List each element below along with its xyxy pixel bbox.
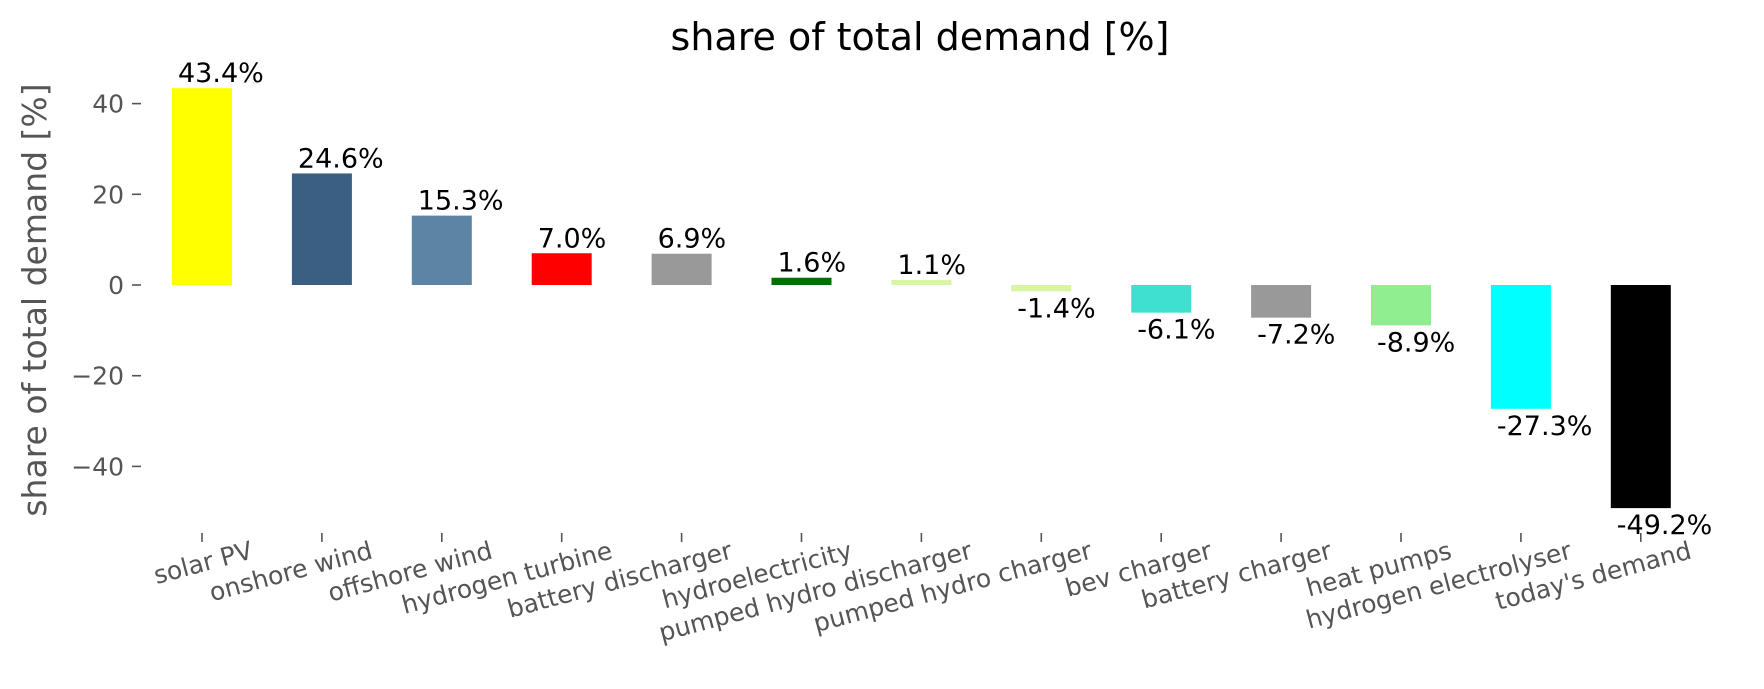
bar [531, 253, 592, 285]
data-label: -8.9% [1377, 327, 1455, 358]
data-label: -27.3% [1497, 411, 1593, 442]
bar [1490, 285, 1551, 409]
bars [172, 88, 1671, 509]
y-tick-label: −20 [71, 362, 124, 391]
bar [1371, 285, 1431, 326]
y-tick-label: 0 [108, 271, 124, 300]
data-label: -49.2% [1617, 510, 1713, 541]
data-label: 15.3% [418, 186, 504, 217]
y-tick-label: 40 [92, 90, 124, 119]
data-label: 1.6% [778, 248, 847, 279]
bar [651, 253, 712, 285]
data-label: 6.9% [658, 224, 727, 255]
bar [291, 173, 352, 285]
data-label: 43.4% [178, 58, 264, 89]
data-label: -7.2% [1257, 320, 1335, 351]
bar [771, 277, 832, 285]
y-axis-label: share of total demand [%] [15, 83, 54, 516]
bar [1610, 285, 1671, 509]
y-axis-ticks: −40 −20 0 20 40 [71, 90, 141, 481]
bar [1011, 285, 1072, 292]
chart-title: share of total demand [%] [671, 15, 1170, 59]
bar [1251, 285, 1312, 318]
bar [1131, 285, 1192, 313]
data-label: -6.1% [1137, 315, 1215, 346]
data-label: 7.0% [538, 223, 607, 254]
bar [891, 280, 952, 285]
bar [411, 215, 472, 285]
y-tick-label: 20 [92, 180, 124, 209]
data-labels: 43.4% 24.6% 15.3% 7.0% 6.9% 1.6% 1.1% -1.4% -6.1… [178, 58, 1712, 541]
data-label: 24.6% [298, 143, 384, 174]
bar [172, 88, 232, 285]
data-label: 1.1% [897, 250, 966, 281]
data-label: -1.4% [1017, 293, 1095, 324]
y-tick-label: −40 [71, 452, 124, 481]
